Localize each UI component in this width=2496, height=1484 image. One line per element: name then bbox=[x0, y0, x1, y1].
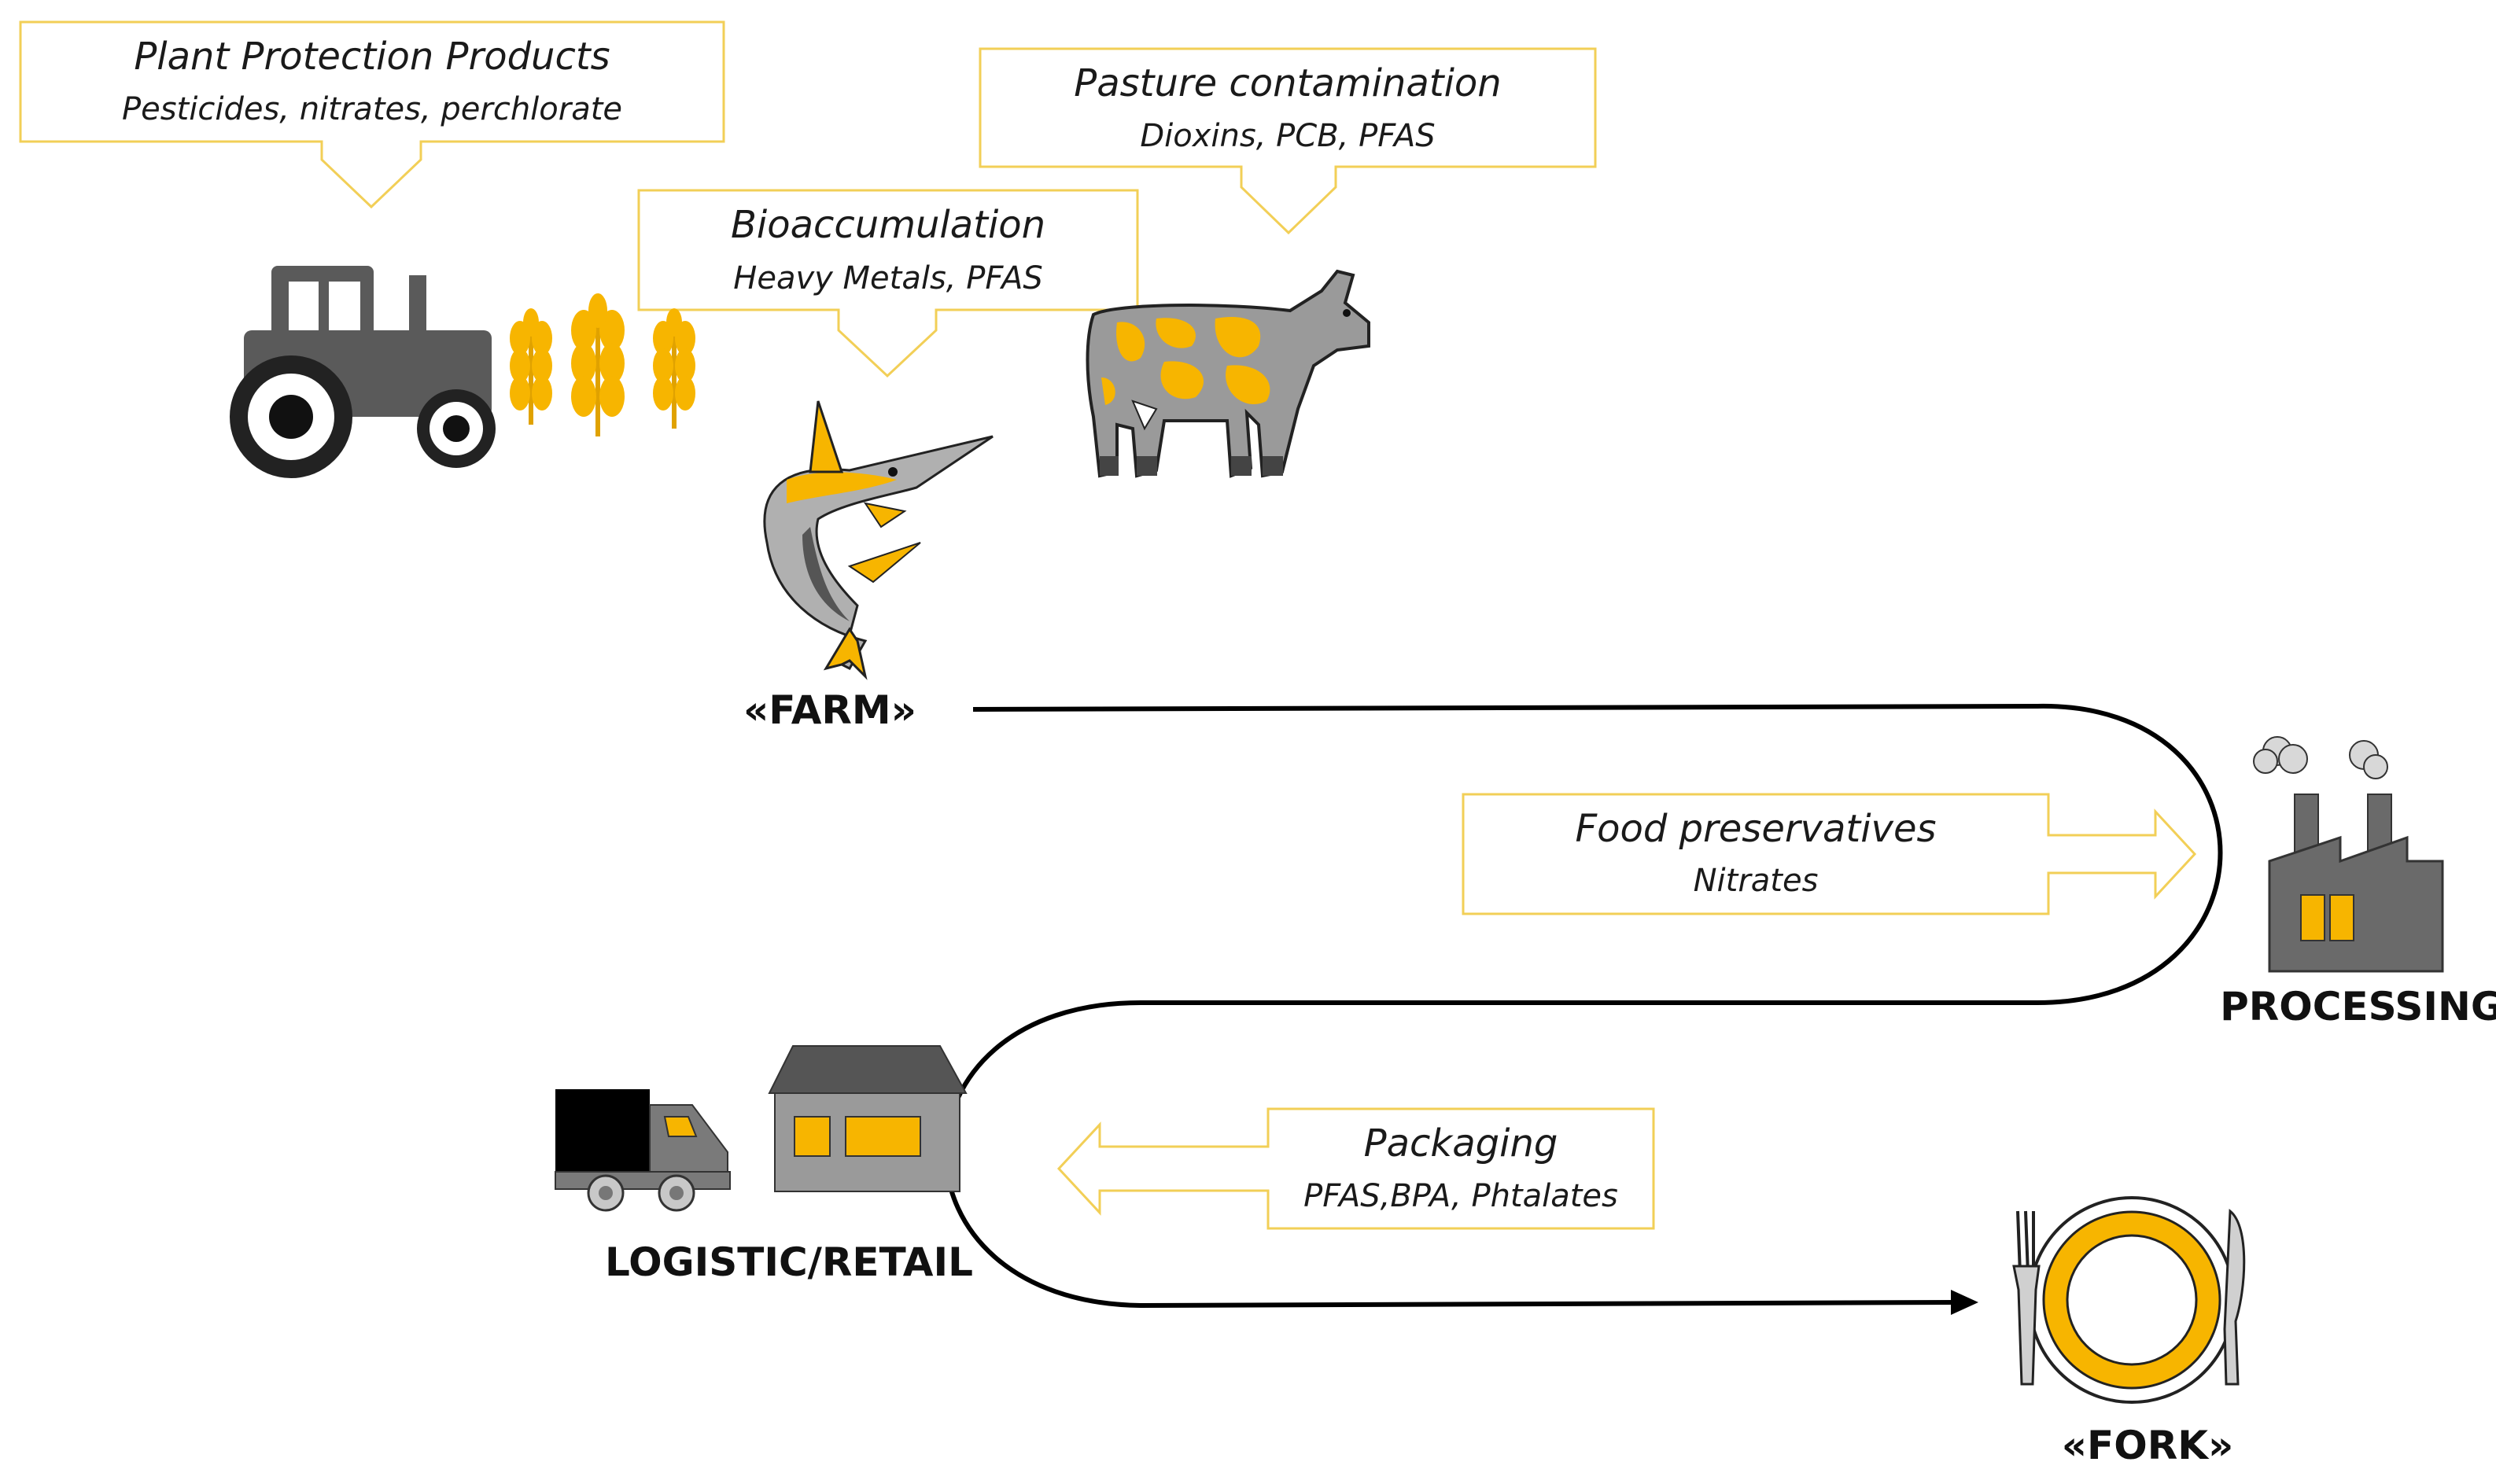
swordfish-icon bbox=[763, 400, 994, 680]
wheat-icon bbox=[510, 293, 695, 436]
callout-plant-protection-subtitle: Pesticides, nitrates, perchlorate bbox=[122, 91, 622, 127]
callout-bioaccumulation: Bioaccumulation Heavy Metals, PFAS bbox=[637, 189, 1139, 378]
callout-bioaccumulation-title: Bioaccumulation bbox=[731, 203, 1045, 247]
flow-path bbox=[943, 703, 2223, 1315]
truck-icon bbox=[555, 1089, 731, 1212]
stage-label-fork: «FORK» bbox=[2062, 1423, 2234, 1468]
flow-arrowhead bbox=[1951, 1290, 1978, 1315]
callout-pasture: Pasture contamination Dioxins, PCB, PFAS bbox=[979, 47, 1597, 235]
cow-icon bbox=[1086, 269, 1370, 478]
callout-food-preservatives: Food preservatives Nitrates bbox=[1462, 793, 2197, 915]
stage-label-processing: PROCESSING bbox=[2220, 984, 2496, 1029]
stage-label-logistic-retail: LOGISTIC/RETAIL bbox=[605, 1239, 973, 1285]
callout-food-preservatives-title: Food preservatives bbox=[1576, 807, 1937, 851]
callout-plant-protection-title: Plant Protection Products bbox=[134, 35, 610, 79]
plate-icon bbox=[2028, 1196, 2236, 1404]
callout-plant-protection: Plant Protection Products Pesticides, ni… bbox=[19, 20, 725, 209]
callout-packaging-subtitle: PFAS,BPA, Phtalates bbox=[1303, 1178, 1618, 1214]
tractor-icon bbox=[230, 266, 496, 478]
callout-pasture-subtitle: Dioxins, PCB, PFAS bbox=[1140, 118, 1435, 154]
callout-bioaccumulation-subtitle: Heavy Metals, PFAS bbox=[733, 260, 1043, 296]
fork-icon bbox=[2012, 1210, 2041, 1386]
callout-packaging-title: Packaging bbox=[1364, 1121, 1558, 1165]
callout-pasture-title: Pasture contamination bbox=[1074, 61, 1501, 105]
stage-label-farm: «FARM» bbox=[743, 687, 916, 733]
factory-icon bbox=[2253, 736, 2444, 973]
knife-icon bbox=[2223, 1208, 2246, 1386]
callout-food-preservatives-subtitle: Nitrates bbox=[1694, 863, 1819, 899]
shop-icon bbox=[768, 1045, 968, 1192]
callout-packaging: Packaging PFAS,BPA, Phtalates bbox=[1056, 1107, 1655, 1230]
